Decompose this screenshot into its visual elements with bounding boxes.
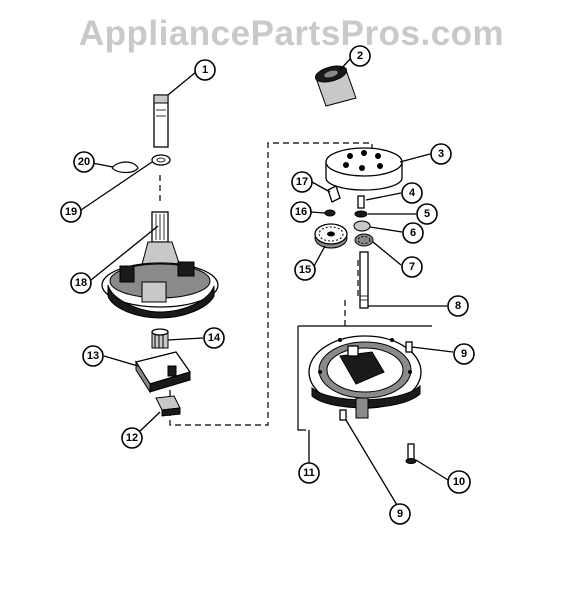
callout-5: 5	[416, 203, 438, 225]
callout-7-label: 7	[409, 261, 415, 273]
part-spacer	[354, 210, 368, 218]
part-bolt	[405, 443, 417, 464]
callout-19: 19	[60, 201, 82, 223]
part-gear-housing	[308, 335, 422, 419]
callout-14: 14	[203, 327, 225, 349]
part-pin	[357, 195, 365, 209]
callout-10-label: 10	[453, 476, 465, 488]
callout-11: 11	[298, 462, 320, 484]
callout-15: 15	[294, 259, 316, 281]
callout-11-label: 11	[303, 467, 315, 479]
callout-4: 4	[401, 182, 423, 204]
watermark-text: AppliancePartsPros.com	[78, 14, 505, 53]
part-gear-cover	[325, 147, 403, 191]
callout-18-label: 18	[75, 277, 87, 289]
callout-6: 6	[402, 222, 424, 244]
callout-17-label: 17	[296, 176, 308, 188]
leader-lines	[80, 57, 454, 506]
callout-14-label: 14	[208, 332, 221, 344]
callout-12-label: 12	[126, 432, 138, 444]
callout-6-label: 6	[410, 227, 416, 239]
callout-9-upper-label: 9	[461, 348, 467, 360]
callout-1: 1	[194, 59, 216, 81]
callout-9-lower: 9	[389, 503, 411, 525]
part-clip	[155, 395, 181, 417]
part-pinion-gear	[151, 328, 169, 349]
callout-5-label: 5	[424, 208, 430, 220]
part-retaining-ring	[111, 161, 139, 174]
part-small-gear-upper	[353, 220, 371, 232]
part-shifter	[134, 351, 192, 394]
part-large-gear	[314, 223, 348, 249]
callout-9-lower-label: 9	[397, 508, 403, 520]
callout-10: 10	[447, 470, 471, 494]
callout-19-label: 19	[65, 206, 77, 218]
part-small-gear-lower	[354, 233, 374, 247]
callout-8-label: 8	[455, 300, 461, 312]
part-agitator-shaft	[359, 251, 369, 309]
assembly-guide-lines	[159, 142, 373, 426]
callout-7: 7	[401, 256, 423, 278]
part-11-bracket-box	[297, 325, 432, 431]
callout-20-label: 20	[78, 156, 90, 168]
callout-9-upper: 9	[453, 343, 475, 365]
callout-18: 18	[70, 272, 92, 294]
part-gear-case-base	[101, 211, 219, 319]
callout-8: 8	[447, 295, 469, 317]
callout-15-label: 15	[299, 264, 311, 276]
callout-13-label: 13	[87, 350, 99, 362]
callout-2-label: 2	[357, 50, 363, 62]
part-stud	[327, 185, 341, 203]
callout-16: 16	[290, 201, 312, 223]
part-bearing	[314, 65, 357, 107]
callout-16-label: 16	[295, 206, 307, 218]
callout-3-label: 3	[438, 148, 444, 160]
part-small-washer	[324, 209, 336, 217]
callout-2: 2	[349, 45, 371, 67]
part-washer	[151, 154, 171, 166]
callout-17: 17	[291, 171, 313, 193]
callout-3: 3	[430, 143, 452, 165]
callout-12: 12	[121, 427, 143, 449]
callout-13: 13	[82, 345, 104, 367]
callout-20: 20	[73, 151, 95, 173]
part-screw-upper	[405, 341, 413, 353]
part-screw-lower	[339, 409, 347, 421]
callout-1-label: 1	[202, 64, 208, 76]
part-spin-tube	[153, 94, 169, 148]
callout-4-label: 4	[409, 187, 416, 199]
